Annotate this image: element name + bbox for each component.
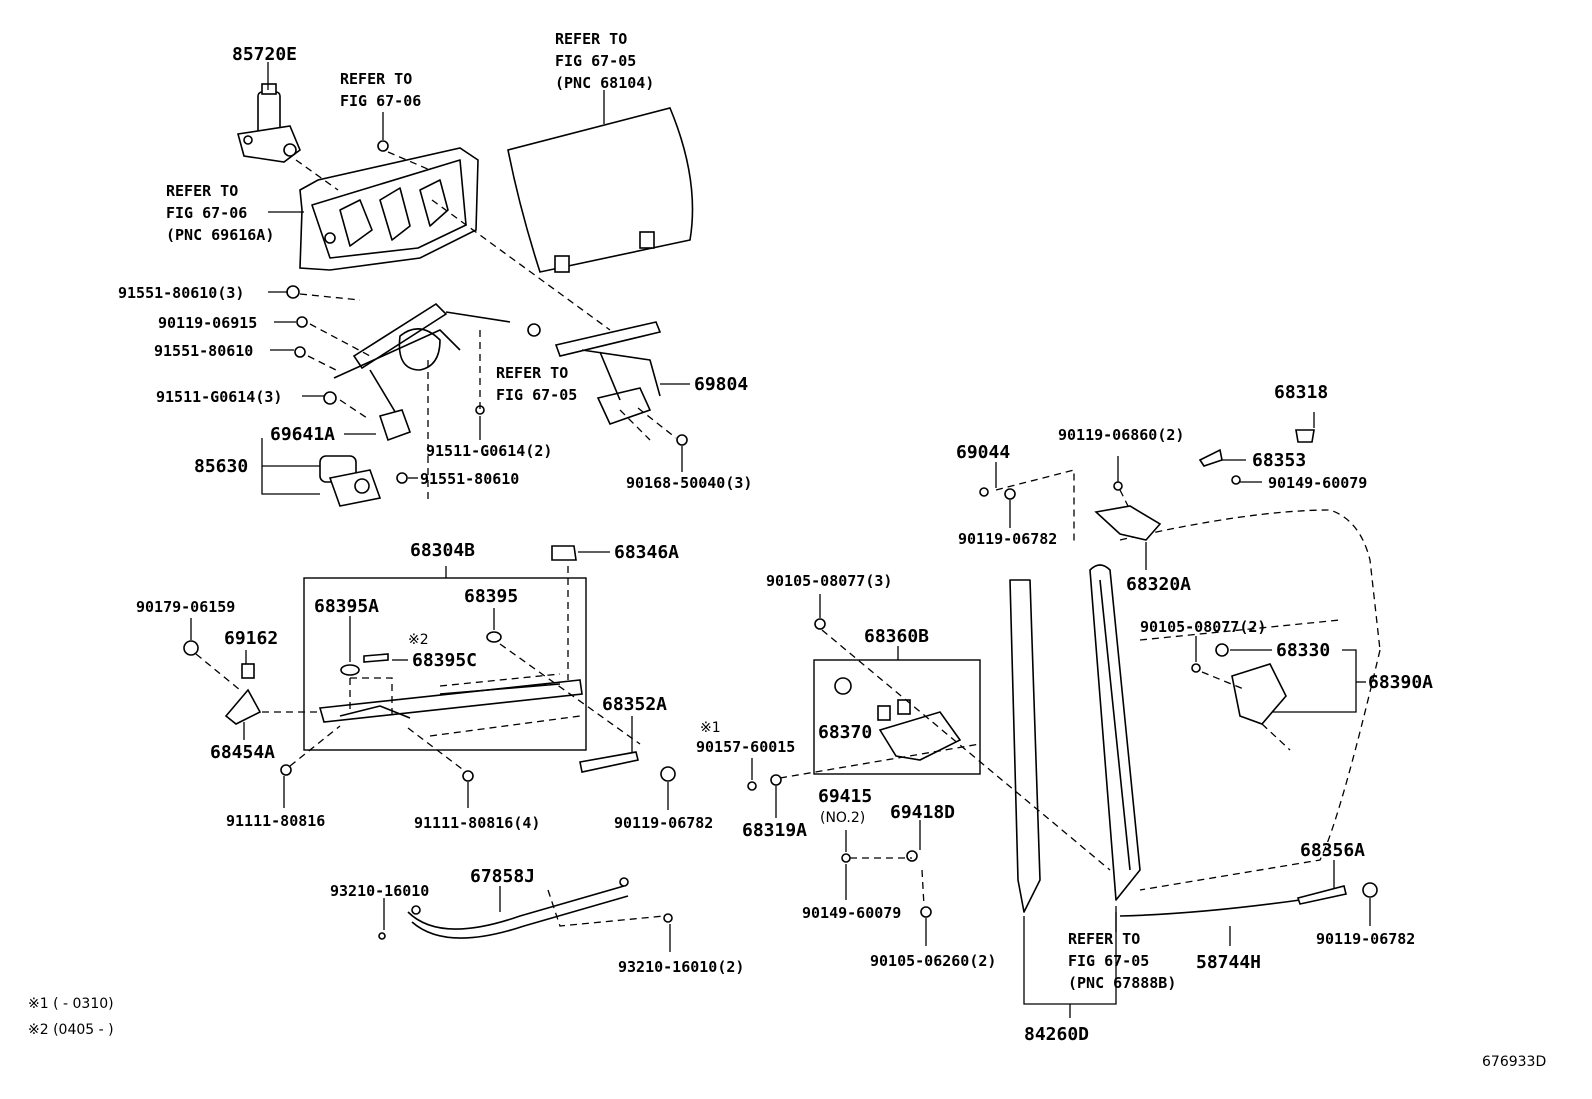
label-90157-60015: 90157-60015 [696, 738, 795, 756]
label-85720e: 85720E [232, 44, 297, 65]
label-refer-fig-6705-a-line2: FIG 67-05 [555, 52, 636, 70]
label-91551-80610-a: 91551-80610 [154, 342, 253, 360]
dashed-connectors [195, 151, 1291, 927]
bracket-68454a-drawing [183, 640, 262, 725]
regulator-69804-drawing [554, 321, 662, 425]
label-refer-fig-6705-c-line2: FIG 67-05 [1068, 952, 1149, 970]
part-labels: 85720E REFER TO FIG 67-06 REFER TO FIG 6… [28, 30, 1546, 1070]
door-module-plate-drawing [299, 147, 479, 271]
label-69044: 69044 [956, 442, 1010, 463]
label-90119-06860-2: 90119-06860(2) [1058, 426, 1184, 444]
label-93210-16010: 93210-16010 [330, 882, 429, 900]
label-68353: 68353 [1252, 450, 1306, 471]
label-91111-80816: 91111-80816 [226, 812, 325, 830]
label-68346a: 68346A [614, 542, 679, 563]
cable-68352a-drawing [579, 751, 676, 782]
fasteners [280, 140, 1241, 940]
label-refer-fig-6706-b-line1: REFER TO [166, 182, 238, 200]
label-85630: 85630 [194, 456, 248, 477]
label-68319a: 68319A [742, 820, 807, 841]
label-refer-fig-6705-c-line1: REFER TO [1068, 930, 1140, 948]
label-68352a: 68352A [602, 694, 667, 715]
label-90179-06159: 90179-06159 [136, 598, 235, 616]
label-84260d: 84260D [1024, 1024, 1089, 1045]
label-58744h: 58744H [1196, 952, 1261, 973]
label-90149-60079-b: 90149-60079 [802, 904, 901, 922]
label-68356a: 68356A [1300, 840, 1365, 861]
label-68390a: 68390A [1368, 672, 1433, 693]
rod-68356a-drawing [1296, 882, 1378, 905]
weatherstrip-67858j-drawing [407, 877, 629, 939]
label-note1-mark: ※1 [700, 720, 721, 736]
label-90168-50040-3: 90168-50040(3) [626, 474, 752, 492]
label-refer-fig-6706-a-line1: REFER TO [340, 70, 412, 88]
label-refer-fig-6705-a-line3: (PNC 68104) [555, 74, 654, 92]
label-69641a: 69641A [270, 424, 335, 445]
label-68395a: 68395A [314, 596, 379, 617]
label-90119-06915: 90119-06915 [158, 314, 257, 332]
label-69162: 69162 [224, 628, 278, 649]
label-refer-fig-6705-b-line2: FIG 67-05 [496, 386, 577, 404]
door-glass-drawing [507, 107, 694, 273]
motor-85720e-drawing [236, 83, 301, 163]
label-refer-fig-6706-b-line2: FIG 67-06 [166, 204, 247, 222]
label-90105-06260-2: 90105-06260(2) [870, 952, 996, 970]
leader-lines [190, 62, 1371, 1018]
channel-68304b-drawing [318, 545, 583, 723]
label-90119-06782-a: 90119-06782 [958, 530, 1057, 548]
label-69418d: 69418D [890, 802, 955, 823]
label-68360b: 68360B [864, 626, 929, 647]
label-68318: 68318 [1274, 382, 1328, 403]
label-refer-fig-6705-b-line1: REFER TO [496, 364, 568, 382]
label-90105-08077-2: 90105-08077(2) [1140, 618, 1266, 636]
label-68395c: 68395C [412, 650, 477, 671]
label-68304b: 68304B [410, 540, 475, 561]
label-68454a: 68454A [210, 742, 275, 763]
label-68395: 68395 [464, 586, 518, 607]
motor-85630-drawing [319, 455, 382, 507]
label-91511-g0614-2: 91511-G0614(2) [426, 442, 552, 460]
label-90149-60079-a: 90149-60079 [1268, 474, 1367, 492]
label-93210-16010-2: 93210-16010(2) [618, 958, 744, 976]
label-67858j: 67858J [470, 866, 535, 887]
label-90119-06782-c: 90119-06782 [1316, 930, 1415, 948]
label-refer-fig-6705-a-line1: REFER TO [555, 30, 627, 48]
label-note2-mark: ※2 [408, 632, 429, 648]
regulator-69641a-drawing [333, 302, 511, 442]
label-91511-g0614-3: 91511-G0614(3) [156, 388, 282, 406]
hinge-68360b-drawing [834, 677, 962, 761]
label-91551-80610-3: 91551-80610(3) [118, 284, 244, 302]
door-body-outline [1009, 509, 1381, 917]
label-90105-08077-3: 90105-08077(3) [766, 572, 892, 590]
label-refer-fig-6706-b-line3: (PNC 69616A) [166, 226, 274, 244]
footnote-2: ※2 (0405 - ) [28, 1022, 114, 1038]
label-91111-80816-4: 91111-80816(4) [414, 814, 540, 832]
label-no2: (NO.2) [820, 810, 865, 826]
label-refer-fig-6705-c-line3: (PNC 67888B) [1068, 974, 1176, 992]
label-refer-fig-6706-a-line2: FIG 67-06 [340, 92, 421, 110]
label-69415: 69415 [818, 786, 872, 807]
label-68370: 68370 [818, 722, 872, 743]
door-check-68390a-drawing [1191, 643, 1287, 725]
footnote-1: ※1 ( - 0310) [28, 996, 114, 1012]
label-68330: 68330 [1276, 640, 1330, 661]
label-68320a: 68320A [1126, 574, 1191, 595]
figure-id: 676933D [1482, 1054, 1546, 1070]
label-90119-06782-b: 90119-06782 [614, 814, 713, 832]
label-69804: 69804 [694, 374, 748, 395]
label-91551-80610-b: 91551-80610 [420, 470, 519, 488]
